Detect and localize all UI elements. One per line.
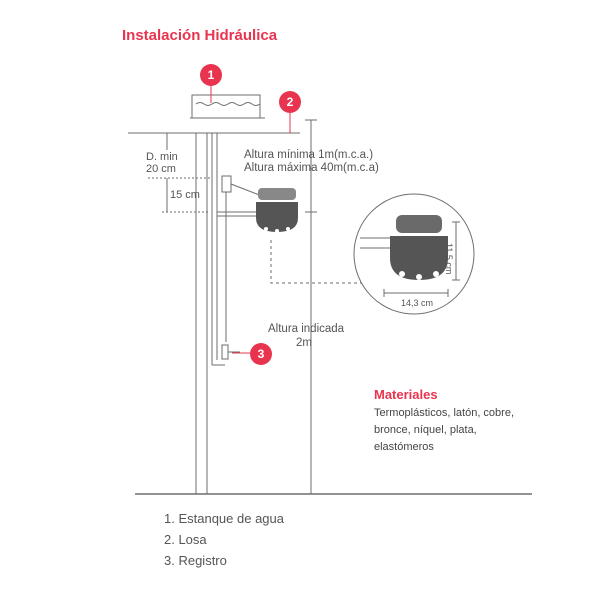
legend-item-registro: 3. Registro: [164, 553, 227, 568]
altura-minima-label: Altura mínima 1m(m.c.a.): [244, 149, 374, 161]
d-min-label: D. min: [146, 151, 178, 163]
legend-item-tank: 1. Estanque de agua: [164, 511, 284, 526]
callout-1-badge: 1: [200, 64, 222, 86]
materials-title: Materiales: [374, 387, 438, 402]
water-tank: [191, 94, 261, 119]
shower-device: [256, 188, 298, 233]
callout-2-badge: 2: [279, 91, 301, 113]
shower-device-magnified: [390, 215, 448, 280]
materials-text: Termoplásticos, latón, cobre, bronce, ní…: [374, 407, 515, 453]
water-wave: [195, 102, 261, 106]
d-min-value: 20 cm: [146, 163, 176, 175]
legend-item-slab: 2. Losa: [164, 532, 207, 547]
callout-3-badge: 3: [250, 343, 272, 365]
altura-indicada-value: 2m: [296, 337, 312, 349]
magnify-connector: [270, 240, 362, 284]
height-dim-label: 11,5 cm: [444, 243, 454, 275]
diagram-title: Instalación Hidráulica: [122, 27, 278, 44]
tap-box: [221, 175, 232, 193]
legend-list: 1. Estanque de agua 2. Losa 3. Registro: [164, 508, 284, 571]
altura-indicada-label: Altura indicada: [268, 323, 345, 335]
magnify-circle: [353, 193, 475, 315]
fifteen-cm-label: 15 cm: [170, 189, 200, 201]
width-dim-label: 14,3 cm: [401, 298, 434, 308]
altura-maxima-label: Altura máxima 40m(m.c.a): [244, 162, 379, 174]
registro-valve: [221, 344, 229, 360]
